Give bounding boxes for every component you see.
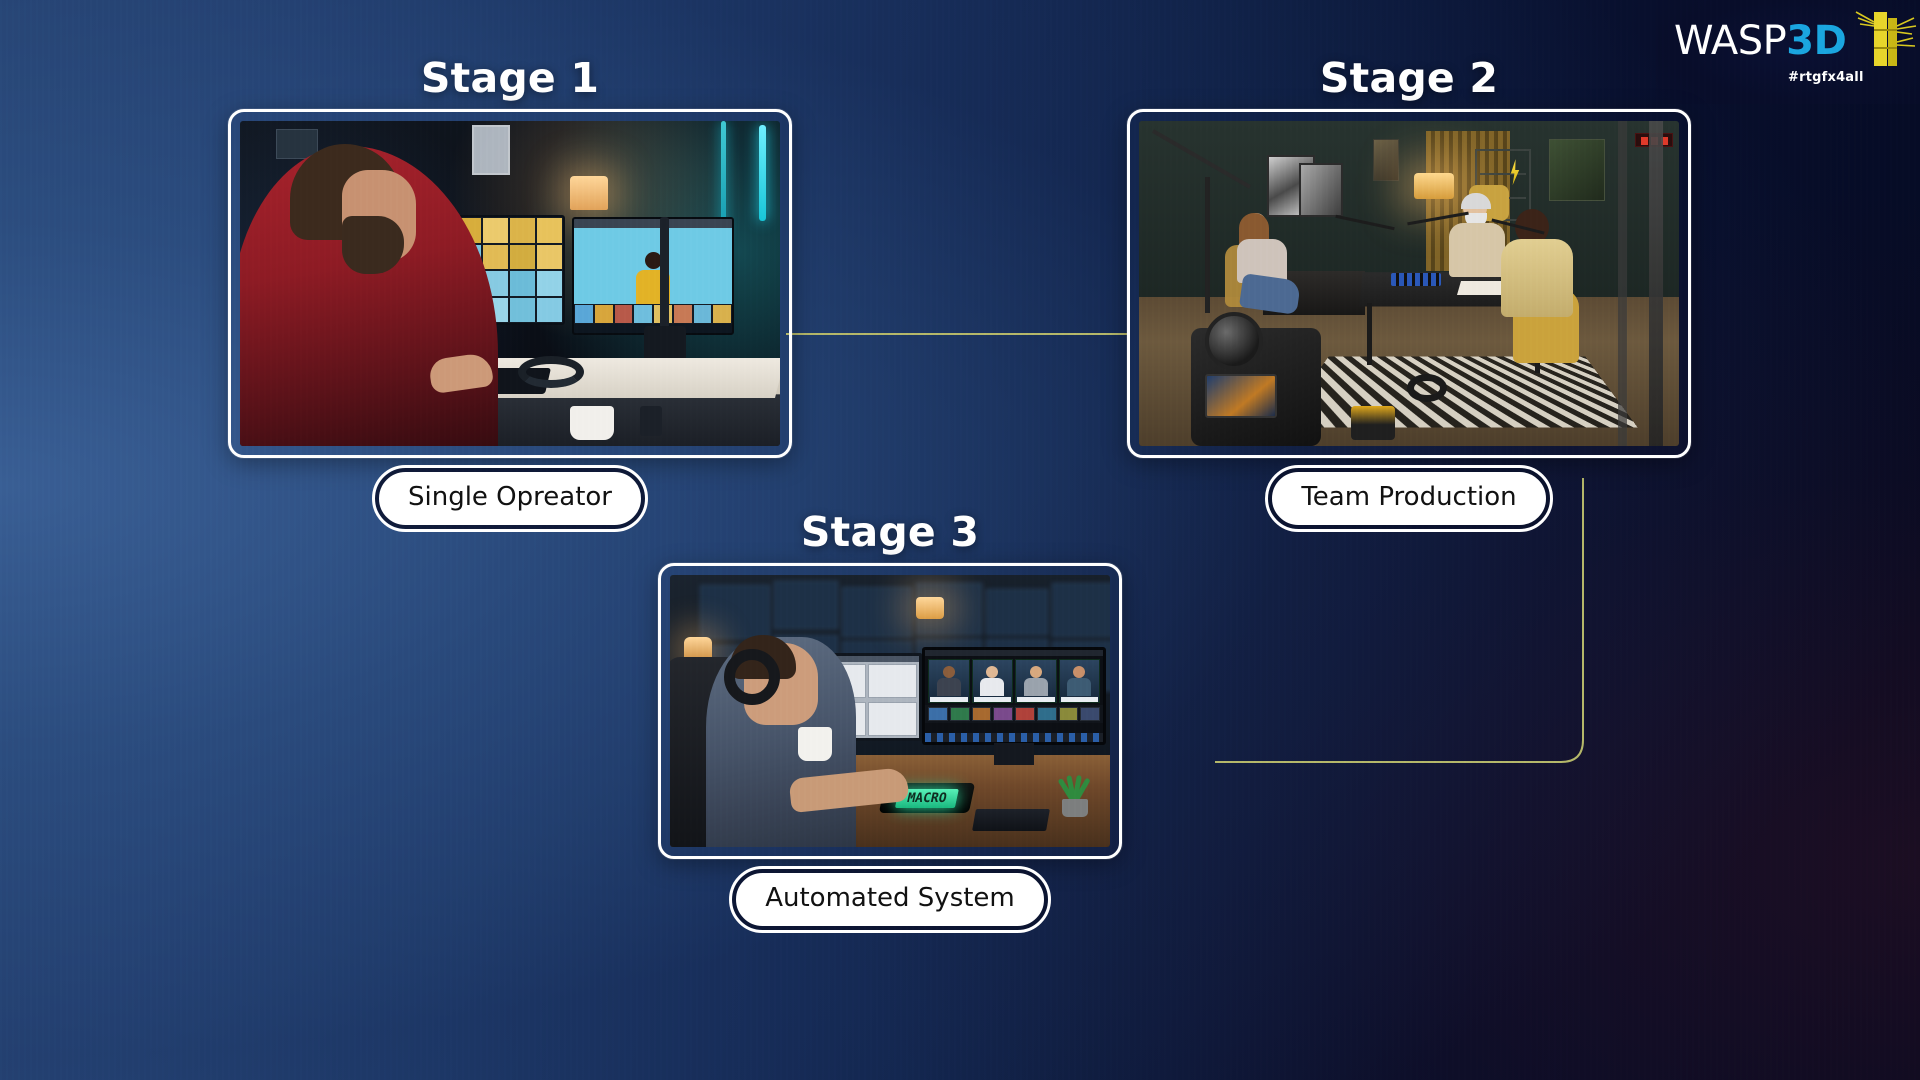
logo-3d-text: 3D	[1786, 18, 1847, 64]
operator-figure-3	[706, 635, 856, 848]
stage-2-title: Stage 2	[1319, 54, 1499, 102]
bamboo-icon	[1855, 11, 1917, 66]
logo-tagline: #rtgfx4all	[1788, 70, 1864, 85]
stage-1-label-pill[interactable]: Single Opreator	[371, 465, 649, 532]
lightning-neon-icon	[1510, 159, 1520, 186]
stage-3-label-pill[interactable]: Automated System	[729, 866, 1051, 933]
editing-monitor-right	[572, 217, 734, 336]
stage-node-1[interactable]: Stage 1	[228, 54, 792, 532]
stage-node-3[interactable]: Stage 3	[658, 508, 1122, 933]
stage-node-2[interactable]: Stage 2	[1127, 54, 1691, 532]
stage-3-photo: MACRO	[670, 575, 1110, 848]
logo-wordmark: WASP3D	[1674, 18, 1847, 64]
wasp3d-logo[interactable]: WASP3D #rtgfx4all	[1656, 0, 1920, 104]
foreground-camera	[1191, 312, 1321, 447]
stage-2-photo	[1139, 121, 1679, 447]
stage-2-label-pill[interactable]: Team Production	[1265, 465, 1553, 532]
host-figure	[1447, 193, 1507, 279]
multiviewer-monitor	[922, 647, 1106, 746]
guest-left-figure	[1235, 213, 1302, 316]
operator-figure	[240, 144, 498, 447]
stage-2-card[interactable]	[1127, 109, 1691, 459]
stage-1-photo	[240, 121, 780, 447]
coffee-mug	[798, 727, 832, 762]
headphones-icon	[724, 649, 780, 706]
stage-3-card[interactable]: MACRO	[658, 563, 1122, 860]
stage-1-card[interactable]	[228, 109, 792, 459]
stage-3-title: Stage 3	[800, 508, 980, 556]
stage-1-title: Stage 1	[420, 54, 600, 102]
desk-plant	[1052, 773, 1096, 818]
logo-wasp-text: WASP	[1674, 18, 1787, 64]
